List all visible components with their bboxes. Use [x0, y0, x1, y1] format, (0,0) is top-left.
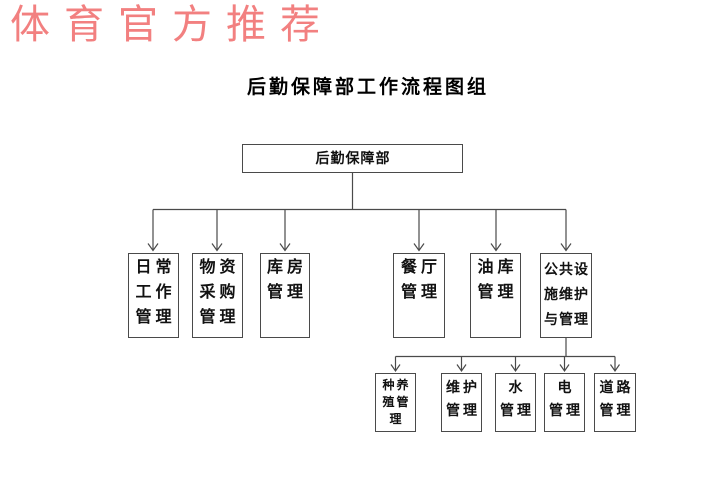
node-warehouse-mgmt: 库房 管理 — [260, 253, 310, 338]
node-daily-work-mgmt: 日常 工作 管理 — [128, 253, 179, 338]
watermark-text: 体育官方推荐 — [10, 2, 334, 48]
node-material-procurement-mgmt: 物资 采购 管理 — [192, 253, 243, 338]
node-planting-breeding-mgmt: 种养 殖管 理 — [375, 373, 416, 432]
chart-title: 后勤保障部工作流程图组 — [247, 77, 490, 98]
node-canteen-mgmt: 餐厅 管理 — [393, 253, 445, 338]
node-public-facilities-mgmt: 公共设 施维护 与管理 — [540, 253, 592, 338]
node-maintenance-mgmt: 维护 管理 — [441, 373, 482, 432]
node-logistics-support-dept: 后勤保障部 — [242, 144, 463, 173]
node-electricity-mgmt: 电 管理 — [544, 373, 585, 432]
node-oil-depot-mgmt: 油库 管理 — [470, 253, 521, 338]
node-water-mgmt: 水 管理 — [495, 373, 536, 432]
node-road-mgmt: 道路 管理 — [594, 373, 636, 432]
